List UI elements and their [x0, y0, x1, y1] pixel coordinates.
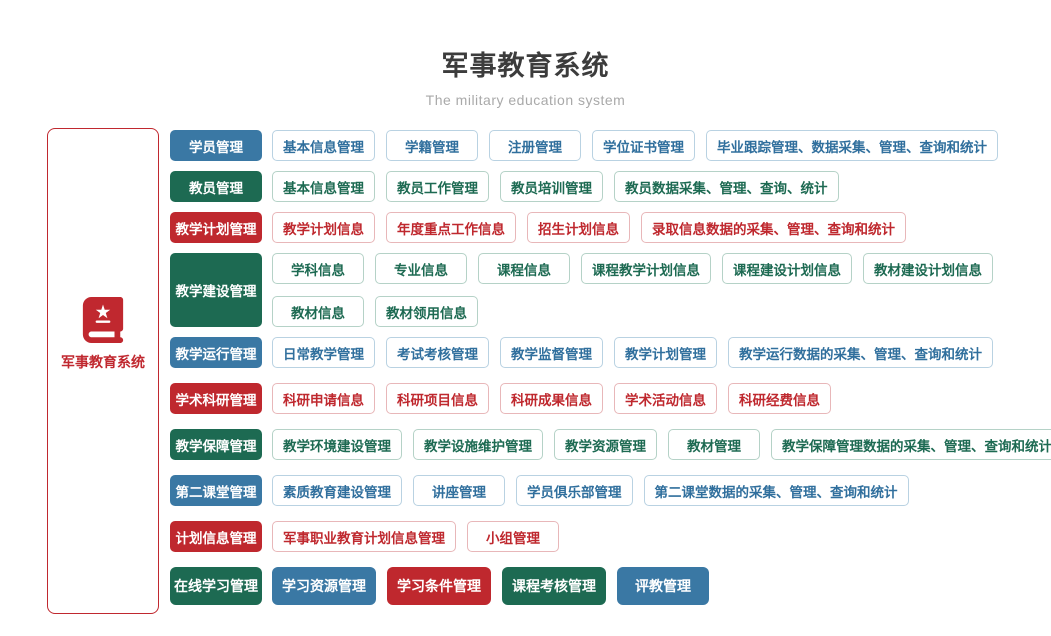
item-button[interactable]: 教材信息 — [272, 296, 364, 327]
item-button[interactable]: 课程教学计划信息 — [581, 253, 711, 284]
item-button[interactable]: 学习条件管理 — [387, 567, 491, 605]
item-lines: 学习资源管理学习条件管理课程考核管理评教管理 — [272, 567, 709, 605]
item-button[interactable]: 科研项目信息 — [386, 383, 489, 414]
item-lines: 基本信息管理学籍管理注册管理学位证书管理毕业跟踪管理、数据采集、管理、查询和统计 — [272, 130, 998, 161]
module-row: 学术科研管理科研申请信息科研项目信息科研成果信息学术活动信息科研经费信息 — [170, 383, 1051, 414]
item-button[interactable]: 教材领用信息 — [375, 296, 478, 327]
module-rows: 学员管理基本信息管理学籍管理注册管理学位证书管理毕业跟踪管理、数据采集、管理、查… — [170, 130, 1051, 605]
category-button[interactable]: 教学运行管理 — [170, 337, 262, 368]
item-button[interactable]: 科研申请信息 — [272, 383, 375, 414]
item-button[interactable]: 教学保障管理数据的采集、管理、查询和统计 — [771, 429, 1051, 460]
module-row: 教学计划管理教学计划信息年度重点工作信息招生计划信息录取信息数据的采集、管理、查… — [170, 212, 1051, 243]
item-lines: 学科信息专业信息课程信息课程教学计划信息课程建设计划信息教材建设计划信息教材信息… — [272, 253, 993, 327]
category-button[interactable]: 教学保障管理 — [170, 429, 262, 460]
item-line: 基本信息管理学籍管理注册管理学位证书管理毕业跟踪管理、数据采集、管理、查询和统计 — [272, 130, 998, 161]
item-button[interactable]: 教材建设计划信息 — [863, 253, 993, 284]
item-line: 教学环境建设管理教学设施维护管理教学资源管理教材管理教学保障管理数据的采集、管理… — [272, 429, 1051, 460]
item-line: 日常教学管理考试考核管理教学监督管理教学计划管理教学运行数据的采集、管理、查询和… — [272, 337, 993, 368]
item-button[interactable]: 学科信息 — [272, 253, 364, 284]
item-button[interactable]: 教学资源管理 — [554, 429, 657, 460]
item-lines: 基本信息管理教员工作管理教员培训管理教员数据采集、管理、查询、统计 — [272, 171, 839, 202]
item-button[interactable]: 教员培训管理 — [500, 171, 603, 202]
module-row: 学员管理基本信息管理学籍管理注册管理学位证书管理毕业跟踪管理、数据采集、管理、查… — [170, 130, 1051, 161]
module-row: 第二课堂管理素质教育建设管理讲座管理学员俱乐部管理第二课堂数据的采集、管理、查询… — [170, 475, 1051, 506]
item-line: 学科信息专业信息课程信息课程教学计划信息课程建设计划信息教材建设计划信息 — [272, 253, 993, 284]
module-row: 教学运行管理日常教学管理考试考核管理教学监督管理教学计划管理教学运行数据的采集、… — [170, 337, 1051, 368]
item-button[interactable]: 学习资源管理 — [272, 567, 376, 605]
category-button[interactable]: 教员管理 — [170, 171, 262, 202]
item-button[interactable]: 小组管理 — [467, 521, 559, 552]
category-button[interactable]: 第二课堂管理 — [170, 475, 262, 506]
category-button[interactable]: 在线学习管理 — [170, 567, 262, 605]
item-button[interactable]: 年度重点工作信息 — [386, 212, 516, 243]
item-button[interactable]: 基本信息管理 — [272, 171, 375, 202]
item-button[interactable]: 教学计划管理 — [614, 337, 717, 368]
item-button[interactable]: 教员工作管理 — [386, 171, 489, 202]
item-button[interactable]: 专业信息 — [375, 253, 467, 284]
item-button[interactable]: 课程信息 — [478, 253, 570, 284]
item-lines: 教学环境建设管理教学设施维护管理教学资源管理教材管理教学保障管理数据的采集、管理… — [272, 429, 1051, 460]
item-lines: 科研申请信息科研项目信息科研成果信息学术活动信息科研经费信息 — [272, 383, 831, 414]
item-line: 学习资源管理学习条件管理课程考核管理评教管理 — [272, 567, 709, 605]
item-button[interactable]: 教学运行数据的采集、管理、查询和统计 — [728, 337, 993, 368]
item-button[interactable]: 素质教育建设管理 — [272, 475, 402, 506]
item-button[interactable]: 第二课堂数据的采集、管理、查询和统计 — [643, 475, 909, 506]
category-button[interactable]: 计划信息管理 — [170, 521, 262, 552]
category-button[interactable]: 教学计划管理 — [170, 212, 262, 243]
module-row: 教学保障管理教学环境建设管理教学设施维护管理教学资源管理教材管理教学保障管理数据… — [170, 429, 1051, 460]
item-button[interactable]: 教学监督管理 — [500, 337, 603, 368]
item-button[interactable]: 课程建设计划信息 — [722, 253, 852, 284]
item-button[interactable]: 教学计划信息 — [272, 212, 375, 243]
item-button[interactable]: 评教管理 — [617, 567, 709, 605]
category-button[interactable]: 教学建设管理 — [170, 253, 262, 327]
item-button[interactable]: 学术活动信息 — [614, 383, 717, 414]
item-lines: 教学计划信息年度重点工作信息招生计划信息录取信息数据的采集、管理、查询和统计 — [272, 212, 906, 243]
item-line: 基本信息管理教员工作管理教员培训管理教员数据采集、管理、查询、统计 — [272, 171, 839, 202]
item-button[interactable]: 教员数据采集、管理、查询、统计 — [614, 171, 839, 202]
item-button[interactable]: 学位证书管理 — [592, 130, 695, 161]
module-row: 教学建设管理学科信息专业信息课程信息课程教学计划信息课程建设计划信息教材建设计划… — [170, 253, 1051, 327]
item-button[interactable]: 讲座管理 — [413, 475, 505, 506]
page-title: 军事教育系统 — [441, 51, 610, 81]
item-button[interactable]: 注册管理 — [489, 130, 581, 161]
item-lines: 日常教学管理考试考核管理教学监督管理教学计划管理教学运行数据的采集、管理、查询和… — [272, 337, 993, 368]
item-lines: 素质教育建设管理讲座管理学员俱乐部管理第二课堂数据的采集、管理、查询和统计 — [272, 475, 909, 506]
module-row: 在线学习管理学习资源管理学习条件管理课程考核管理评教管理 — [170, 567, 1051, 605]
item-button[interactable]: 毕业跟踪管理、数据采集、管理、查询和统计 — [706, 130, 998, 161]
item-button[interactable]: 科研经费信息 — [728, 383, 831, 414]
item-button[interactable]: 科研成果信息 — [500, 383, 603, 414]
item-button[interactable]: 教学环境建设管理 — [272, 429, 402, 460]
item-button[interactable]: 学员俱乐部管理 — [516, 475, 633, 506]
module-row: 计划信息管理军事职业教育计划信息管理小组管理 — [170, 521, 1051, 552]
item-button[interactable]: 学籍管理 — [386, 130, 478, 161]
item-button[interactable]: 教材管理 — [668, 429, 760, 460]
category-button[interactable]: 学员管理 — [170, 130, 262, 161]
item-button[interactable]: 课程考核管理 — [502, 567, 606, 605]
book-star-icon — [82, 296, 124, 343]
item-button[interactable]: 招生计划信息 — [527, 212, 630, 243]
item-lines: 军事职业教育计划信息管理小组管理 — [272, 521, 559, 552]
item-button[interactable]: 教学设施维护管理 — [413, 429, 543, 460]
root-label: 军事教育系统 — [61, 353, 145, 370]
root-node[interactable]: 军事教育系统 — [47, 128, 159, 614]
category-button[interactable]: 学术科研管理 — [170, 383, 262, 414]
item-line: 教学计划信息年度重点工作信息招生计划信息录取信息数据的采集、管理、查询和统计 — [272, 212, 906, 243]
item-button[interactable]: 录取信息数据的采集、管理、查询和统计 — [641, 212, 906, 243]
item-line: 教材信息教材领用信息 — [272, 296, 993, 327]
item-button[interactable]: 日常教学管理 — [272, 337, 375, 368]
item-button[interactable]: 考试考核管理 — [386, 337, 489, 368]
item-button[interactable]: 基本信息管理 — [272, 130, 375, 161]
item-line: 科研申请信息科研项目信息科研成果信息学术活动信息科研经费信息 — [272, 383, 831, 414]
item-line: 素质教育建设管理讲座管理学员俱乐部管理第二课堂数据的采集、管理、查询和统计 — [272, 475, 909, 506]
item-button[interactable]: 军事职业教育计划信息管理 — [272, 521, 456, 552]
module-row: 教员管理基本信息管理教员工作管理教员培训管理教员数据采集、管理、查询、统计 — [170, 171, 1051, 202]
page-header: 军事教育系统 The military education system — [0, 44, 1051, 108]
page-subtitle: The military education system — [425, 92, 626, 108]
item-line: 军事职业教育计划信息管理小组管理 — [272, 521, 559, 552]
